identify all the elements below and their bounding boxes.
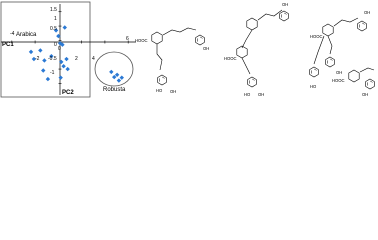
caffeoyl-chain bbox=[327, 35, 333, 55]
robusta-point bbox=[119, 75, 124, 80]
robusta-point bbox=[114, 72, 120, 77]
robusta-ellipse bbox=[94, 51, 134, 87]
oh-label: OH bbox=[362, 92, 368, 97]
quinic-ring bbox=[348, 69, 360, 83]
pca-svg: PC1 PC2 Arabica Robusta -4 -2 0 2 4 6 1.… bbox=[0, 1, 136, 98]
oh-label: OH bbox=[258, 92, 264, 97]
caffeoyl-chain bbox=[162, 27, 197, 36]
catechol-ring bbox=[195, 34, 205, 46]
structure-4: HOOC OH bbox=[332, 67, 375, 97]
ho-label: HO bbox=[310, 84, 317, 89]
caffeoyl-chain bbox=[359, 67, 375, 73]
catechol-ring bbox=[325, 56, 335, 68]
oh-label: OH bbox=[336, 70, 342, 75]
x-tick-label: 4 bbox=[92, 56, 95, 62]
structure-3: HOOC OH OH HO bbox=[309, 10, 370, 89]
caffeoyl-chain bbox=[241, 29, 253, 49]
pca-score-plot: PC1 PC2 Arabica Robusta -4 -2 0 2 4 6 1.… bbox=[0, 0, 140, 100]
arabica-point bbox=[59, 59, 64, 65]
quinic-ring bbox=[246, 17, 258, 31]
arabica-point bbox=[42, 58, 47, 63]
x-tick-label: -2 bbox=[35, 56, 40, 62]
x-tick-label: -4 bbox=[10, 31, 15, 37]
structure-1: HOOC OH HO OH bbox=[135, 27, 209, 94]
data-points bbox=[28, 25, 124, 83]
cooh-label: HOOC bbox=[310, 34, 323, 39]
catechol-ring bbox=[365, 78, 375, 90]
arabica-label: Arabica bbox=[16, 32, 37, 38]
cooh-label: HOOC bbox=[332, 78, 345, 83]
catechol-ring bbox=[309, 66, 319, 78]
tick-marks bbox=[11, 11, 129, 84]
arabica-point bbox=[65, 66, 70, 72]
y-tick-label: 1.5 bbox=[50, 7, 57, 13]
x-tick-label: 6 bbox=[126, 36, 129, 42]
quinic-ring bbox=[322, 23, 334, 37]
y-tick-label: 0 bbox=[54, 42, 57, 48]
pc2-axis-label: PC2 bbox=[62, 90, 74, 96]
y-tick-label: -1 bbox=[50, 70, 55, 76]
oh-label: OH bbox=[170, 89, 176, 94]
robusta-label: Robusta bbox=[103, 87, 126, 93]
chlorogenic-acid-structures: HOOC OH HO OH OH HOOC HO OH HOOC bbox=[132, 0, 378, 100]
arabica-point bbox=[38, 48, 43, 53]
arabica-point bbox=[61, 64, 66, 69]
y-tick-label: 0.5 bbox=[50, 26, 57, 32]
oh-label: OH bbox=[203, 46, 209, 51]
catechol-ring bbox=[247, 76, 257, 88]
arabica-point bbox=[53, 28, 59, 33]
caffeoyl-chain bbox=[257, 9, 283, 21]
arabica-point bbox=[49, 53, 54, 59]
caffeoyl-chain bbox=[156, 44, 163, 71]
arabica-point bbox=[58, 75, 63, 80]
robusta-point bbox=[109, 69, 114, 75]
arabica-point bbox=[31, 56, 37, 62]
arabica-point bbox=[62, 25, 67, 30]
catechol-ring bbox=[279, 10, 289, 22]
structures-svg: HOOC OH HO OH OH HOOC HO OH HOOC bbox=[135, 2, 375, 97]
x-tick-label: 2 bbox=[75, 56, 78, 62]
pc1-axis-label: PC1 bbox=[2, 42, 14, 48]
robusta-point bbox=[112, 74, 117, 80]
oh-label: OH bbox=[364, 10, 370, 15]
caffeoyl-chain bbox=[313, 35, 325, 65]
y-tick-label: -0.5 bbox=[48, 56, 57, 62]
catechol-ring bbox=[157, 74, 167, 86]
arabica-point bbox=[45, 76, 51, 82]
quinic-ring bbox=[151, 31, 163, 45]
ho-label: HO bbox=[244, 92, 251, 97]
arabica-point bbox=[57, 41, 63, 46]
arabica-point bbox=[41, 68, 46, 73]
arabica-frame bbox=[0, 1, 91, 98]
arabica-point bbox=[60, 42, 65, 47]
arabica-point bbox=[64, 56, 69, 62]
y-tick-label: 1 bbox=[54, 16, 57, 22]
cooh-label: HOOC bbox=[135, 38, 148, 43]
x-tick-label: 0 bbox=[58, 46, 61, 52]
caffeoyl-chain bbox=[241, 57, 251, 75]
arabica-point bbox=[28, 49, 34, 55]
catechol-ring bbox=[357, 20, 367, 32]
cooh-label: HOOC bbox=[224, 56, 237, 61]
ho-label: HO bbox=[156, 88, 163, 93]
caffeoyl-chain bbox=[333, 17, 359, 27]
oh-label: OH bbox=[282, 2, 288, 7]
structure-2: OH HOOC HO OH bbox=[224, 2, 289, 97]
arabica-point bbox=[56, 33, 61, 39]
robusta-point bbox=[116, 78, 122, 83]
